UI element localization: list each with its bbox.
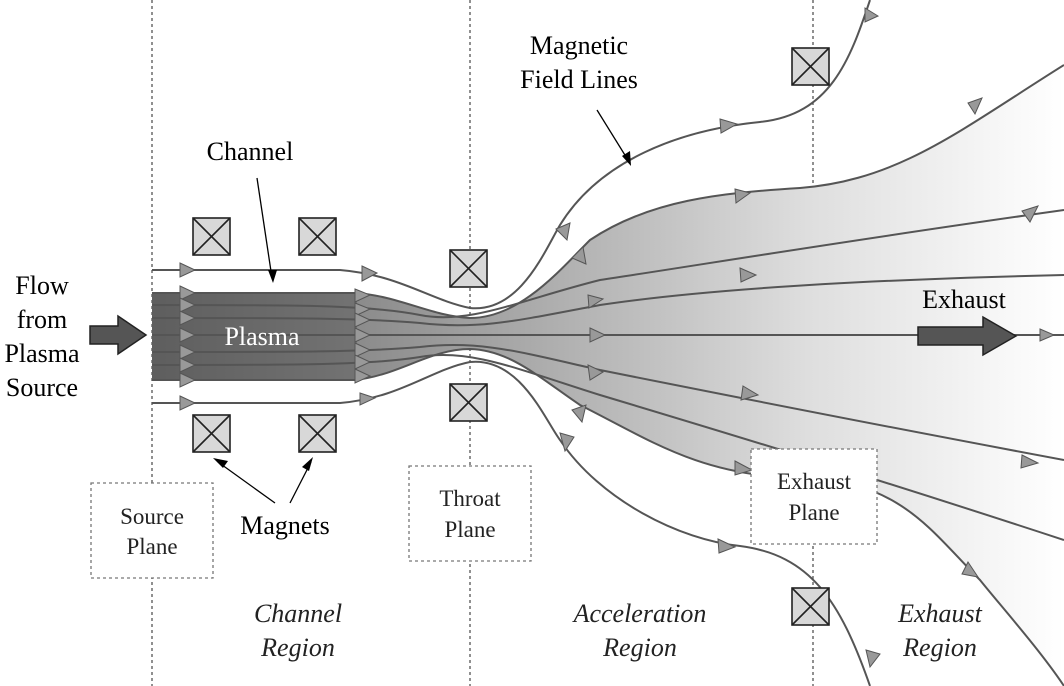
arrowhead xyxy=(1021,205,1039,223)
exhaust-arrow-icon xyxy=(917,315,1018,357)
arrowhead xyxy=(589,327,607,343)
magnet-icon xyxy=(298,217,337,256)
field-lines-leader-line xyxy=(596,109,629,161)
exhaust-plane-label-line-2: Plane xyxy=(788,500,839,525)
channel-leader-arrowhead xyxy=(268,270,277,283)
field-lines-label-line-2: Field Lines xyxy=(520,65,638,94)
arrowhead xyxy=(1020,454,1040,469)
arrowhead xyxy=(179,262,197,278)
arrowhead xyxy=(179,297,197,313)
magnets-leader-arrowhead-left xyxy=(213,458,228,468)
magnet-icon xyxy=(192,217,231,256)
exhaust-region-label-line-2: Region xyxy=(902,633,977,662)
channel-region-label-line-2: Region xyxy=(260,633,335,662)
arrowhead xyxy=(179,344,197,360)
magnets-leader-line-left xyxy=(217,461,276,504)
arrowhead xyxy=(719,118,739,134)
arrowhead xyxy=(354,342,372,358)
channel-region-label-line-1: Channel xyxy=(254,599,342,628)
field-line-inner-bottom-1 xyxy=(151,343,1064,461)
arrowhead xyxy=(571,245,587,265)
exhaust-plane-label-line-1: Exhaust xyxy=(777,469,852,494)
field-line-outer-top xyxy=(152,0,871,310)
acceleration-region-label-line-1: Acceleration xyxy=(572,599,707,628)
arrowhead xyxy=(559,432,575,453)
magnet-icon xyxy=(791,47,830,86)
arrowhead xyxy=(179,327,197,343)
inflow-arrow-icon xyxy=(89,314,148,356)
arrowhead xyxy=(361,265,379,282)
arrowhead xyxy=(587,364,605,381)
arrowhead xyxy=(179,357,197,373)
arrowhead xyxy=(740,385,760,401)
source-plane-label-line-2: Plane xyxy=(126,534,177,559)
source-plane-label-line-1: Source xyxy=(120,504,184,529)
arrowhead xyxy=(179,395,197,411)
arrowhead xyxy=(359,392,377,406)
channel-label: Channel xyxy=(207,137,294,166)
acceleration-region-label-line-2: Region xyxy=(602,633,677,662)
magnet-icon xyxy=(791,587,830,626)
arrowhead xyxy=(179,310,197,326)
throat-plane-label-line-1: Throat xyxy=(439,486,501,511)
field-lines-label-line-1: Magnetic xyxy=(530,31,628,60)
arrowhead xyxy=(555,222,571,242)
magnets-label: Magnets xyxy=(240,511,330,540)
arrowhead xyxy=(354,312,372,328)
magnet-icon xyxy=(192,414,231,453)
arrowhead xyxy=(354,288,372,303)
field-lines-leader-arrowhead xyxy=(622,151,631,166)
field-line-outer-bottom xyxy=(152,360,871,686)
arrowhead xyxy=(354,302,372,317)
field-line-boundary-top xyxy=(152,64,1064,320)
magnets-leader-arrowhead-right xyxy=(302,457,313,471)
flow-source-label-line-1: Flow xyxy=(15,271,69,300)
arrowhead xyxy=(967,97,983,116)
arrowhead xyxy=(734,188,752,204)
exhaust-region-label-line-1: Exhaust xyxy=(897,599,983,628)
channel-leader-line xyxy=(256,177,273,279)
arrowhead xyxy=(1039,328,1056,342)
arrowhead xyxy=(864,7,880,23)
arrowhead xyxy=(354,368,372,384)
arrowhead xyxy=(739,267,758,283)
arrowhead xyxy=(571,404,587,424)
arrowhead xyxy=(587,294,605,309)
arrowhead xyxy=(179,285,197,301)
arrowhead xyxy=(179,372,197,388)
flow-source-label-line-4: Source xyxy=(6,373,78,402)
exhaust-label: Exhaust xyxy=(922,285,1007,314)
arrowhead xyxy=(717,538,737,554)
field-line-boundary-bottom xyxy=(152,347,1064,686)
arrowhead xyxy=(354,327,372,343)
flow-source-label-line-3: Plasma xyxy=(4,339,80,368)
arrowhead xyxy=(734,460,754,476)
arrowhead xyxy=(961,561,980,578)
plasma-label: Plasma xyxy=(224,322,300,351)
field-line-inner-top-2 xyxy=(151,209,1064,319)
arrowhead xyxy=(865,649,881,669)
magnet-icon xyxy=(449,383,488,422)
arrowhead xyxy=(354,354,372,370)
throat-plane-label-line-2: Plane xyxy=(444,517,495,542)
exhaust-plane-box xyxy=(750,448,878,545)
plasma-plume xyxy=(152,65,1064,686)
magnet-icon xyxy=(449,249,488,288)
field-line-inner-top-1 xyxy=(151,274,1064,327)
source-plane-box xyxy=(90,482,214,579)
magnet-icon xyxy=(298,414,337,453)
throat-plane-box xyxy=(408,465,532,562)
flow-source-label-line-2: from xyxy=(17,305,68,334)
